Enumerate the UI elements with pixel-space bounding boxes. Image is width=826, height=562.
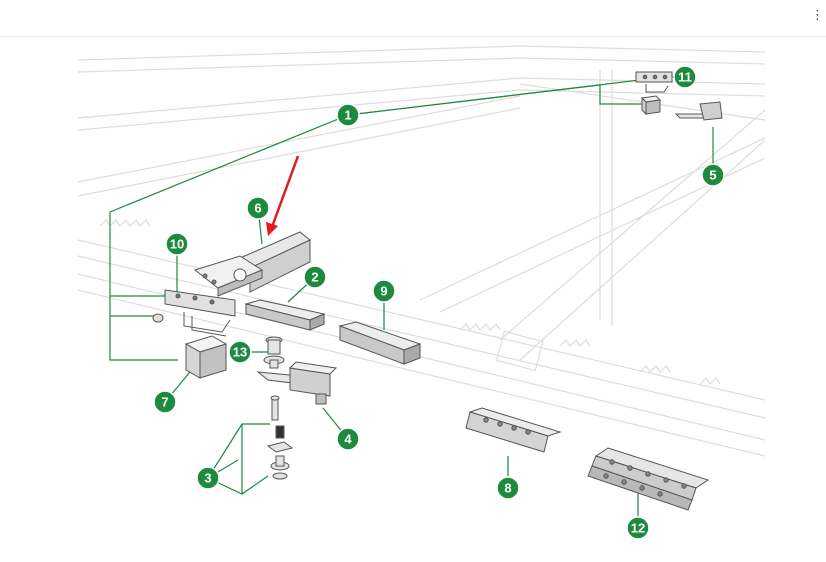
callout-12: 12 <box>626 516 650 540</box>
part-11-bracket <box>635 71 673 93</box>
callout-number: 4 <box>344 432 352 447</box>
callout-5: 5 <box>701 163 725 187</box>
callout-badge <box>626 516 650 540</box>
callout-2: 2 <box>303 265 327 289</box>
callout-4: 4 <box>336 427 360 451</box>
callout-6: 6 <box>246 196 270 220</box>
callout-badge <box>165 232 189 256</box>
callout-3: 3 <box>196 466 220 490</box>
red-arrow <box>266 155 300 236</box>
callout-badge <box>336 103 360 127</box>
callout-badge <box>303 265 327 289</box>
callout-badge <box>372 279 396 303</box>
part-hinge-assembly <box>193 231 311 297</box>
callout-number: 10 <box>170 237 184 252</box>
callout-8: 8 <box>496 476 520 500</box>
more-options-icon[interactable]: ⋮ <box>811 8 824 23</box>
leader-lines <box>109 76 714 528</box>
callout-13: 13 <box>228 340 252 364</box>
callout-9: 9 <box>372 279 396 303</box>
callout-number: 6 <box>254 201 261 216</box>
callout-number: 1 <box>344 108 351 123</box>
callout-badge <box>153 390 177 414</box>
callout-number: 12 <box>631 521 645 536</box>
callout-number: 7 <box>161 395 168 410</box>
callout-number: 9 <box>380 284 387 299</box>
callout-number: 13 <box>233 345 247 360</box>
part-9-rail <box>338 321 422 365</box>
callout-10: 10 <box>165 232 189 256</box>
callout-number: 2 <box>311 270 318 285</box>
top-bar: ⋮ <box>0 0 826 37</box>
callout-badge <box>196 466 220 490</box>
callout-number: 11 <box>678 70 692 85</box>
callout-badge <box>701 163 725 187</box>
part-5-latch <box>674 101 723 121</box>
callout-number: 5 <box>709 168 716 183</box>
part-13-pin <box>263 336 285 369</box>
callout-badge <box>673 65 697 89</box>
part-12-double-bracket <box>587 447 710 511</box>
callout-badge <box>336 427 360 451</box>
callout-7: 7 <box>153 390 177 414</box>
part-small-nut <box>152 313 164 323</box>
part-3-pin-set <box>266 395 294 480</box>
part-8-bracket <box>465 407 562 453</box>
callout-badge <box>496 476 520 500</box>
part-4-latch <box>256 361 338 405</box>
callout-number: 8 <box>504 481 511 496</box>
callout-number: 3 <box>204 471 211 486</box>
callout-1: 1 <box>336 103 360 127</box>
part-10-bracket <box>164 289 236 337</box>
callout-badge <box>246 196 270 220</box>
callout-11: 11 <box>673 65 697 89</box>
part-7-cap <box>184 335 228 379</box>
part-small-cap <box>640 95 662 116</box>
part-2-rail <box>244 299 326 331</box>
callout-badge <box>228 340 252 364</box>
